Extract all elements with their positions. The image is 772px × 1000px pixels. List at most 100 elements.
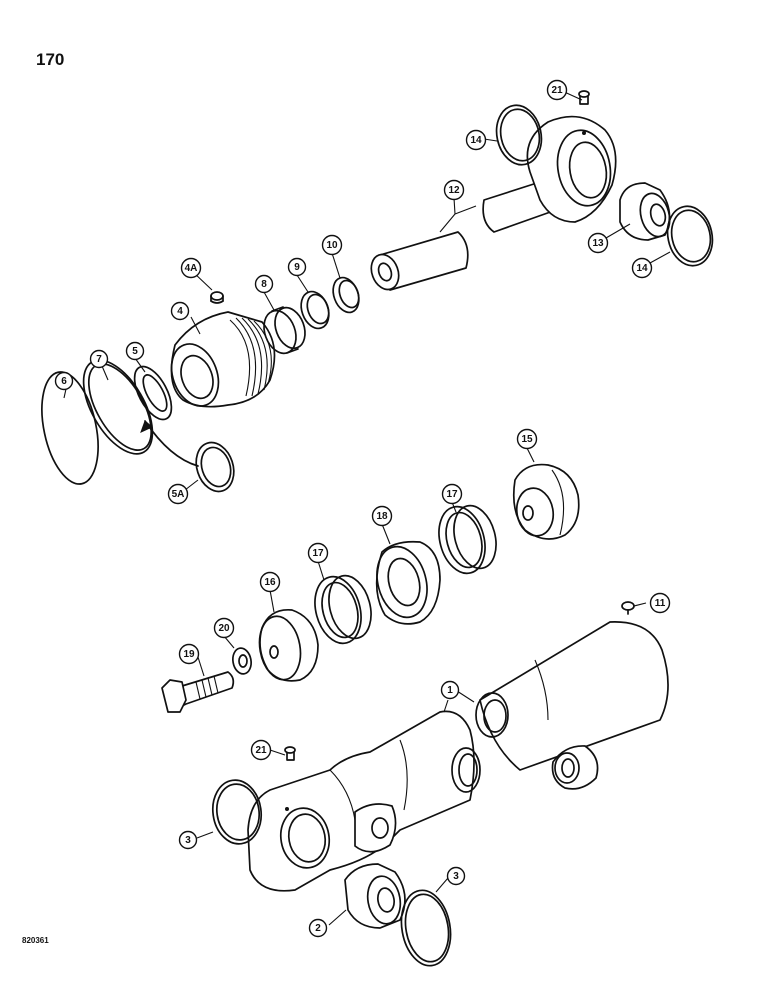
callout-circle: [167, 483, 189, 505]
callout-label: 13: [592, 238, 604, 249]
callout-5: 5: [125, 341, 145, 361]
figure-id: 820361: [22, 936, 49, 945]
callout-circle: [308, 918, 328, 938]
callout-circle: [259, 571, 281, 593]
callout-16: 16: [259, 571, 281, 593]
callout-1: 1: [440, 680, 460, 700]
part-20-washer: [232, 647, 252, 675]
callout-21b: 21: [250, 739, 272, 761]
callout-15: 15: [516, 428, 538, 450]
callout-circle: [441, 483, 463, 505]
callout-circle: [254, 274, 274, 294]
part-1-barrel-base: [247, 710, 481, 892]
callout-circle: [180, 257, 202, 279]
callout-7: 7: [89, 349, 109, 369]
callout-circle: [587, 232, 609, 254]
callout-circle: [250, 739, 272, 761]
part-11-plug: [621, 601, 635, 615]
part-17-seal-left: [314, 574, 372, 645]
part-8-wear-ring: [263, 306, 306, 355]
callout-12: 12: [443, 179, 465, 201]
callouts: 123344A55A678910111213141415161717181920…: [54, 79, 671, 938]
callout-label: 6: [61, 376, 67, 387]
part-14-ring-top: [495, 104, 543, 166]
callout-circle: [443, 179, 465, 201]
callout-circle: [307, 542, 329, 564]
callout-circle: [546, 79, 568, 101]
callout-circle: [213, 617, 235, 639]
callout-label: 14: [470, 135, 482, 146]
callout-19: 19: [178, 643, 200, 665]
part-7-backup-ring: [82, 359, 154, 455]
callout-circle: [321, 234, 343, 256]
part-1-barrel-right: [475, 621, 669, 790]
callout-label: 21: [551, 85, 563, 96]
callout-10: 10: [321, 234, 343, 256]
part-3-ring-left: [211, 779, 263, 845]
part-18-piston-seal: [375, 540, 441, 625]
part-10-ring: [332, 276, 360, 314]
callout-20: 20: [213, 617, 235, 639]
callout-label: 8: [261, 279, 267, 290]
callout-label: 7: [96, 354, 102, 365]
callout-14a: 14: [465, 129, 487, 151]
part-21-grease-fitting: [578, 90, 590, 105]
callout-2: 2: [308, 918, 328, 938]
callout-circle: [371, 505, 393, 527]
callout-label: 14: [636, 263, 648, 274]
callout-label: 17: [446, 489, 458, 500]
part-3-ring-bottom: [400, 889, 452, 967]
callout-3a: 3: [178, 830, 198, 850]
callout-label: 11: [655, 598, 666, 609]
callout-label: 16: [264, 577, 276, 588]
callout-circle: [631, 257, 653, 279]
callout-3b: 3: [446, 866, 466, 886]
callout-label: 12: [448, 185, 460, 196]
part-2-bearing: [344, 863, 406, 929]
part-13-bearing: [619, 182, 671, 241]
part-19-bolt: [161, 671, 235, 713]
callout-circle: [440, 680, 460, 700]
callout-17a: 17: [307, 542, 329, 564]
callout-label: 10: [326, 240, 338, 251]
part-9-ring: [300, 290, 330, 330]
callout-circle: [125, 341, 145, 361]
callout-circle: [170, 301, 190, 321]
callout-circle: [465, 129, 487, 151]
callout-13: 13: [587, 232, 609, 254]
callout-17b: 17: [441, 483, 463, 505]
callout-label: 1: [447, 685, 453, 696]
callout-label: 17: [312, 548, 324, 559]
part-4a-plug: [210, 291, 224, 304]
callout-circle: [54, 371, 74, 391]
callout-label: 21: [255, 745, 267, 756]
callout-label: 15: [521, 434, 533, 445]
part-6-o-ring: [41, 371, 99, 485]
callout-label: 19: [183, 649, 195, 660]
callout-label: 3: [453, 871, 459, 882]
part-21-grease-fitting-lower: [284, 746, 296, 761]
callout-14b: 14: [631, 257, 653, 279]
leader-lines: [63, 89, 671, 926]
callout-circle: [89, 349, 109, 369]
callout-6: 6: [54, 371, 74, 391]
callout-circle: [516, 428, 538, 450]
part-15-piston: [512, 463, 580, 540]
callout-label: 3: [185, 835, 191, 846]
callout-label: 5A: [172, 489, 185, 500]
page-number: 170: [36, 50, 65, 69]
callout-circle: [287, 257, 307, 277]
callout-circle: [446, 866, 466, 886]
callout-label: 4: [177, 306, 183, 317]
callout-9: 9: [287, 257, 307, 277]
callout-circle: [649, 592, 671, 614]
callout-21a: 21: [546, 79, 568, 101]
callout-circle: [178, 643, 200, 665]
callout-8: 8: [254, 274, 274, 294]
part-12-piston-rod: [370, 181, 558, 291]
callout-label: 9: [294, 262, 300, 273]
callout-4a: 4A: [180, 257, 202, 279]
callout-18: 18: [371, 505, 393, 527]
callout-label: 5: [132, 346, 138, 357]
